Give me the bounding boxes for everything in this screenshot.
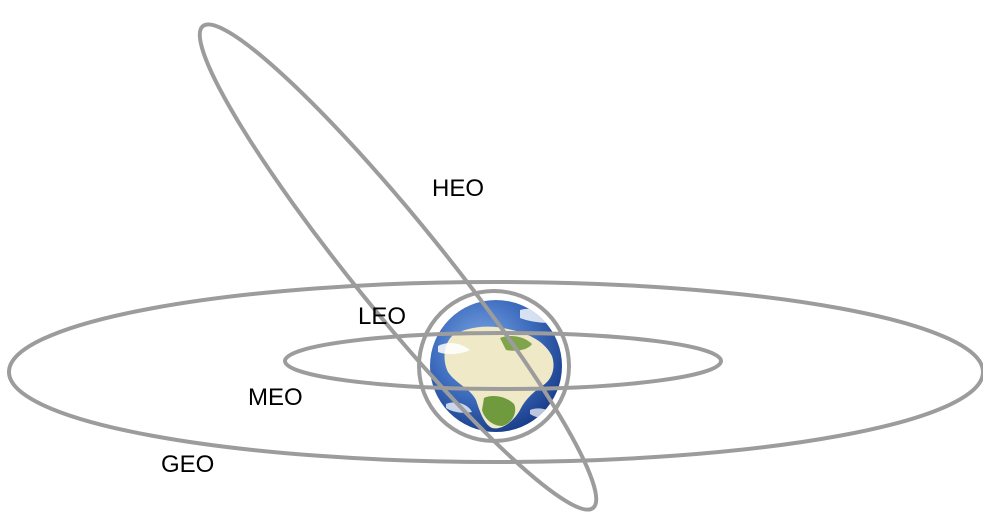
heo-orbit — [197, 22, 599, 512]
heo-label: HEO — [432, 175, 484, 202]
geo-label: GEO — [161, 451, 214, 478]
leo-label: LEO — [358, 303, 406, 330]
meo-label: MEO — [248, 384, 303, 411]
geo-orbit — [7, 280, 983, 464]
